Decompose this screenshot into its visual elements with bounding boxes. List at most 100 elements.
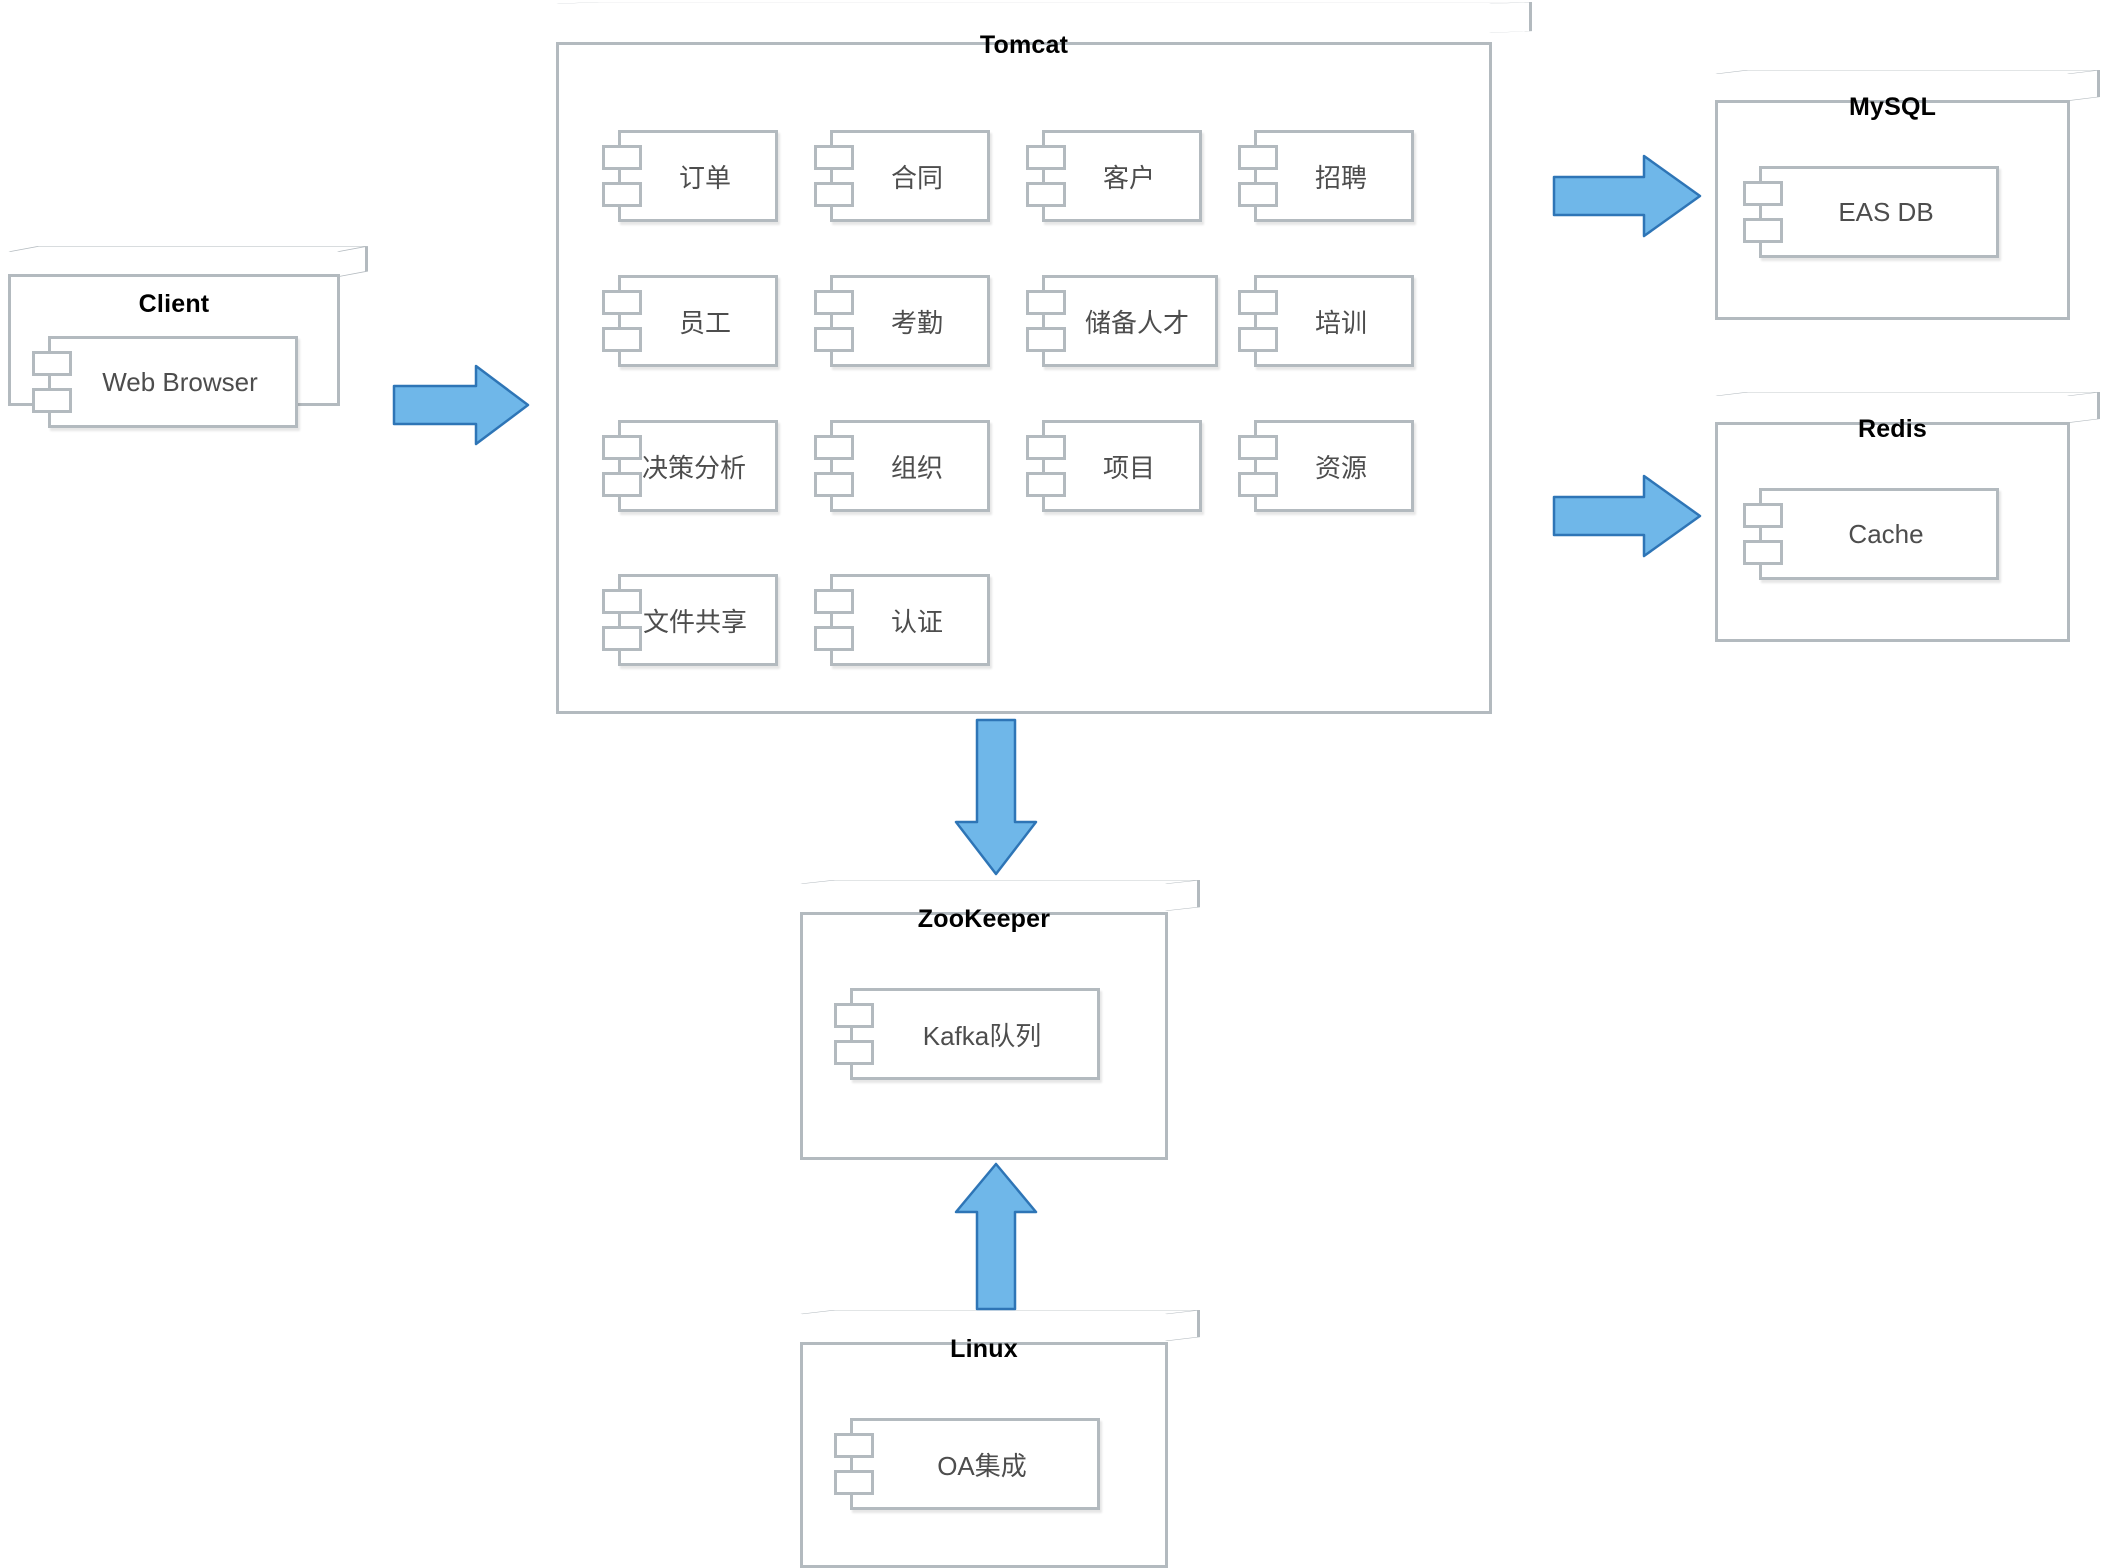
component-icon-tabs — [1026, 435, 1066, 497]
component-tab-upper — [834, 1433, 874, 1458]
component-label: 培训 — [1314, 307, 1367, 338]
component-tab-lower — [602, 182, 642, 207]
component-order[interactable]: 订单 — [602, 130, 778, 222]
node-redis[interactable]: Redis Cache — [1715, 392, 2100, 642]
component-tab-lower — [602, 472, 642, 497]
component-icon-tabs — [1743, 503, 1783, 565]
component-label: Kafka队列 — [922, 1020, 1042, 1051]
node-tomcat-title: Tomcat — [979, 30, 1069, 59]
component-label: 订单 — [678, 162, 731, 193]
component-customer[interactable]: 客户 — [1026, 130, 1202, 222]
component-icon-tabs — [834, 1003, 874, 1065]
component-tab-upper — [834, 1003, 874, 1028]
component-label: 项目 — [1102, 452, 1155, 483]
component-tab-upper — [602, 589, 642, 614]
component-tab-lower — [814, 327, 854, 352]
component-label: OA集成 — [937, 1450, 1027, 1481]
component-tab-lower — [1026, 327, 1066, 352]
component-authentication[interactable]: 认证 — [814, 574, 990, 666]
component-tab-lower — [834, 1470, 874, 1495]
node-client[interactable]: Client Web Browser — [8, 246, 368, 428]
node-tomcat[interactable]: Tomcat 订单 合同 客户 — [556, 2, 1532, 714]
component-icon-tabs — [602, 290, 642, 352]
component-tab-upper — [1026, 435, 1066, 460]
component-label: 决策分析 — [641, 452, 746, 483]
component-resource[interactable]: 资源 — [1238, 420, 1414, 512]
component-project[interactable]: 项目 — [1026, 420, 1202, 512]
component-label: Cache — [1848, 518, 1924, 549]
component-tab-lower — [602, 327, 642, 352]
component-organization[interactable]: 组织 — [814, 420, 990, 512]
node-client-3d-top — [8, 246, 368, 277]
component-icon-tabs — [1743, 181, 1783, 243]
component-icon-tabs — [1238, 290, 1278, 352]
component-tab-upper — [814, 435, 854, 460]
component-tab-upper — [602, 290, 642, 315]
component-tab-upper — [814, 589, 854, 614]
component-oa-integration[interactable]: OA集成 — [834, 1418, 1100, 1510]
component-label: 合同 — [890, 162, 943, 193]
node-client-title: Client — [138, 289, 210, 318]
component-recruitment[interactable]: 招聘 — [1238, 130, 1414, 222]
component-decision-analysis[interactable]: 决策分析 — [602, 420, 778, 512]
arrow-tomcat-to-redis — [1552, 474, 1702, 558]
component-label: 客户 — [1102, 162, 1155, 193]
arrow-tomcat-to-zookeeper — [954, 718, 1038, 876]
component-tab-lower — [1238, 472, 1278, 497]
component-eas-db[interactable]: EAS DB — [1743, 166, 1999, 258]
component-attendance[interactable]: 考勤 — [814, 275, 990, 367]
component-icon-tabs — [814, 290, 854, 352]
component-icon-tabs — [814, 435, 854, 497]
component-talent-reserve[interactable]: 储备人才 — [1026, 275, 1218, 367]
component-employee[interactable]: 员工 — [602, 275, 778, 367]
component-label: 招聘 — [1314, 162, 1367, 193]
component-tab-upper — [1238, 290, 1278, 315]
arrow-client-to-tomcat — [392, 364, 530, 446]
component-icon-tabs — [814, 589, 854, 651]
component-tab-lower — [1238, 327, 1278, 352]
node-mysql[interactable]: MySQL EAS DB — [1715, 70, 2100, 320]
component-training[interactable]: 培训 — [1238, 275, 1414, 367]
component-tab-upper — [32, 351, 72, 376]
component-tab-upper — [602, 145, 642, 170]
component-icon-tabs — [602, 145, 642, 207]
component-tab-upper — [1026, 145, 1066, 170]
component-cache[interactable]: Cache — [1743, 488, 1999, 580]
component-tab-lower — [32, 388, 72, 413]
component-icon-tabs — [1026, 145, 1066, 207]
node-linux-title: Linux — [950, 1334, 1018, 1363]
component-web-browser[interactable]: Web Browser — [32, 336, 298, 428]
component-tab-upper — [1743, 181, 1783, 206]
component-tab-lower — [1743, 218, 1783, 243]
component-icon-tabs — [814, 145, 854, 207]
component-kafka-queue[interactable]: Kafka队列 — [834, 988, 1100, 1080]
component-label: 考勤 — [890, 307, 943, 338]
component-tab-upper — [1238, 435, 1278, 460]
node-zookeeper-title: ZooKeeper — [917, 904, 1051, 933]
component-contract[interactable]: 合同 — [814, 130, 990, 222]
component-tab-upper — [1743, 503, 1783, 528]
arrow-tomcat-to-mysql — [1552, 154, 1702, 238]
node-linux[interactable]: Linux OA集成 — [800, 1310, 1200, 1568]
component-tab-lower — [1026, 472, 1066, 497]
component-tab-lower — [834, 1040, 874, 1065]
component-label: 文件共享 — [642, 606, 747, 637]
component-tab-upper — [1026, 290, 1066, 315]
component-label: EAS DB — [1838, 196, 1934, 227]
component-label: Web Browser — [102, 366, 258, 397]
component-icon-tabs — [602, 589, 642, 651]
component-tab-lower — [814, 182, 854, 207]
arrow-linux-to-zookeeper — [954, 1162, 1038, 1311]
component-tab-upper — [814, 290, 854, 315]
component-icon-tabs — [1026, 290, 1066, 352]
component-icon-tabs — [602, 435, 642, 497]
component-file-sharing[interactable]: 文件共享 — [602, 574, 778, 666]
component-label: 资源 — [1314, 452, 1367, 483]
component-tab-lower — [1238, 182, 1278, 207]
node-zookeeper[interactable]: ZooKeeper Kafka队列 — [800, 880, 1200, 1160]
component-label: 认证 — [890, 606, 943, 637]
component-tab-lower — [814, 626, 854, 651]
component-tab-lower — [1026, 182, 1066, 207]
component-tab-lower — [1743, 540, 1783, 565]
